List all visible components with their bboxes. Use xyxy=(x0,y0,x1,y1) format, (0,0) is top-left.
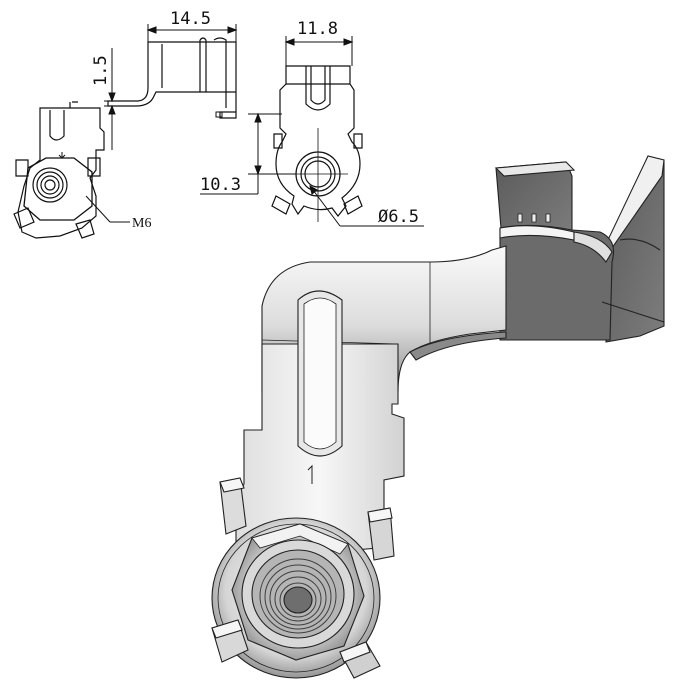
side-dimension-width xyxy=(146,24,238,48)
dim-10-3: 10.3 xyxy=(200,175,241,195)
front-view xyxy=(271,65,363,217)
thread-leader xyxy=(85,195,130,223)
hole-leader xyxy=(309,184,424,227)
dim-1-5: 1.5 xyxy=(91,55,111,86)
plate-marking xyxy=(307,464,313,484)
side-view xyxy=(13,37,237,239)
front-dimension-height xyxy=(200,112,296,195)
front-centerlines xyxy=(290,128,348,222)
thread-rings xyxy=(259,558,337,634)
front-dimension-width xyxy=(284,36,354,66)
dim-hole-diameter: Ø6.5 xyxy=(378,207,419,227)
side-dimension-thickness xyxy=(104,48,124,150)
thread-label: M6 xyxy=(132,216,151,231)
dim-14-5: 14.5 xyxy=(170,9,211,29)
dim-11-8: 11.8 xyxy=(297,19,338,39)
isometric-view xyxy=(211,155,665,679)
